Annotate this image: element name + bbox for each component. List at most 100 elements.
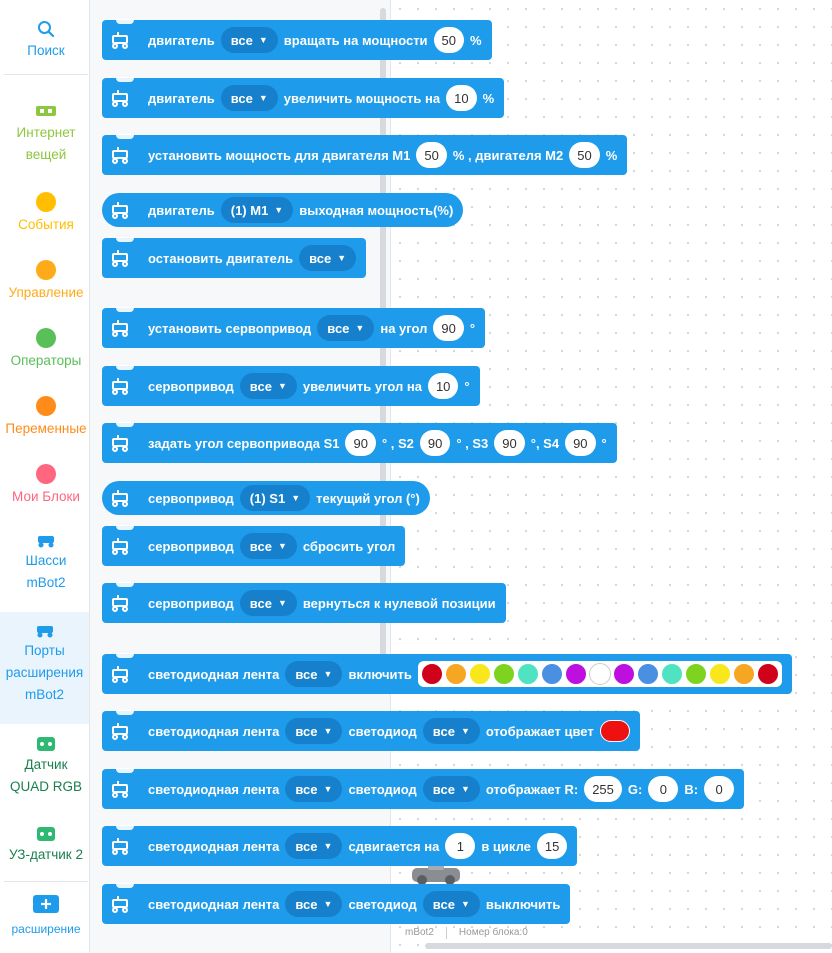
sidebar-item-quad-rgb[interactable]: Датчик QUAD RGB (4, 736, 88, 798)
motor-run-power-block[interactable]: двигатель все▼ вращать на мощности 50 % (102, 19, 492, 60)
sidebar-item-iot[interactable]: Интернет вещей (4, 104, 88, 166)
servo-dropdown[interactable]: все▼ (317, 315, 375, 341)
s3-angle-input[interactable]: 90 (494, 430, 525, 456)
sidebar-item-chassis[interactable]: Шасси mBot2 (4, 534, 88, 594)
motor-dropdown[interactable]: все▼ (220, 85, 278, 111)
g-input[interactable]: 0 (648, 776, 679, 802)
block-text: увеличить мощность на (283, 90, 441, 106)
s4-angle-input[interactable]: 90 (565, 430, 596, 456)
motor-dropdown[interactable]: все▼ (299, 245, 357, 271)
extension-button[interactable]: расширение (4, 894, 88, 940)
sensor-icon (37, 737, 55, 751)
m1-power-input[interactable]: 50 (416, 142, 447, 168)
cycle-input[interactable]: 15 (536, 833, 568, 859)
servo-reset-angle-block[interactable]: сервопривод все▼ сбросить угол (102, 525, 406, 566)
servo-dropdown[interactable]: все▼ (239, 373, 297, 399)
strip-dropdown[interactable]: все▼ (285, 891, 343, 917)
block-text: % (470, 32, 482, 48)
strip-dropdown[interactable]: все▼ (285, 776, 343, 802)
led-strip-on-block[interactable]: светодиодная лента все▼ включить (102, 653, 792, 694)
led-color-swatch[interactable] (756, 663, 779, 685)
sidebar-item-variables[interactable]: Переменные (4, 396, 88, 440)
strip-dropdown[interactable]: все▼ (285, 661, 343, 687)
sidebar-item-label: УЗ-датчик 2 (9, 847, 83, 862)
led-color-swatch[interactable] (420, 663, 443, 685)
power-input[interactable]: 50 (433, 27, 465, 53)
led-color-swatch[interactable] (564, 663, 587, 685)
servo-current-angle-reporter[interactable]: сервопривод (1) S1▼ текущий угол (°) (102, 481, 430, 515)
led-show-rgb-block[interactable]: светодиодная лента все▼ светодиод все▼ о… (102, 768, 745, 809)
angle-input[interactable]: 10 (427, 373, 459, 399)
led-color-swatch[interactable] (516, 663, 539, 685)
block-text: на угол (380, 320, 428, 336)
block-text: °, S4 (530, 435, 560, 451)
robot-icon (110, 147, 132, 164)
dot-icon (36, 192, 56, 212)
servo-return-zero-block[interactable]: сервопривод все▼ вернуться к нулевой поз… (102, 582, 506, 623)
servo-dropdown[interactable]: все▼ (239, 533, 297, 559)
led-color-swatch[interactable] (468, 663, 491, 685)
dropdown-value: все (295, 723, 318, 739)
dropdown-value: все (230, 32, 253, 48)
motor-dropdown[interactable]: все▼ (220, 27, 278, 53)
block-text: B: (684, 781, 699, 797)
motor-dropdown[interactable]: (1) M1▼ (220, 197, 294, 223)
sidebar-item-ultrasonic[interactable]: УЗ-датчик 2 (4, 826, 88, 866)
dropdown-value: все (295, 896, 318, 912)
set-motors-power-block[interactable]: установить мощность для двигателя M1 50 … (102, 134, 628, 175)
led-shift-block[interactable]: светодиодная лента все▼ сдвигается на 1 … (102, 825, 578, 866)
set-servo-angle-block[interactable]: установить сервопривод все▼ на угол 90 ° (102, 307, 486, 348)
led-dropdown[interactable]: все▼ (422, 776, 480, 802)
sidebar-divider (4, 881, 88, 882)
r-input[interactable]: 255 (584, 776, 622, 802)
angle-input[interactable]: 90 (433, 315, 464, 341)
led-show-color-block[interactable]: светодиодная лента все▼ светодиод все▼ о… (102, 710, 640, 751)
led-color-swatch[interactable] (684, 663, 707, 685)
sidebar-item-events[interactable]: События (4, 192, 88, 236)
dropdown-value: все (295, 781, 318, 797)
dropdown-value: все (432, 896, 455, 912)
led-color-swatch[interactable] (540, 663, 563, 685)
led-color-strip[interactable] (417, 661, 782, 687)
s1-angle-input[interactable]: 90 (345, 430, 376, 456)
b-input[interactable]: 0 (704, 776, 735, 802)
s2-angle-input[interactable]: 90 (419, 430, 451, 456)
sidebar-item-ports[interactable]: Порты расширения mBot2 (0, 612, 89, 724)
search-category[interactable]: Поиск (4, 20, 88, 62)
led-color-swatch[interactable] (708, 663, 731, 685)
led-color-swatch[interactable] (612, 663, 635, 685)
extension-label: расширение (11, 922, 81, 936)
led-color-swatch[interactable] (636, 663, 659, 685)
led-color-swatch[interactable] (732, 663, 755, 685)
color-picker[interactable] (599, 720, 630, 742)
canvas-horizontal-scrollbar[interactable] (425, 943, 832, 949)
robot-icon (110, 250, 132, 267)
set-servos-angle-block[interactable]: задать угол сервопривода S1 90 ° , S2 90… (102, 422, 617, 463)
dropdown-value: все (249, 595, 272, 611)
shift-input[interactable]: 1 (445, 833, 476, 859)
motor-increase-power-block[interactable]: двигатель все▼ увеличить мощность на 10 … (102, 77, 505, 118)
servo-dropdown[interactable]: все▼ (239, 590, 297, 616)
stop-motor-block[interactable]: остановить двигатель все▼ (102, 237, 367, 278)
sidebar-item-operators[interactable]: Операторы (4, 328, 88, 372)
servo-dropdown[interactable]: (1) S1▼ (239, 485, 311, 511)
led-color-swatch[interactable] (660, 663, 683, 685)
sidebar-item-my-blocks[interactable]: Мои Блоки (4, 464, 88, 508)
servo-increase-angle-block[interactable]: сервопривод все▼ увеличить угол на 10 ° (102, 365, 480, 406)
led-dropdown[interactable]: все▼ (422, 891, 480, 917)
motor-output-power-reporter[interactable]: двигатель (1) M1▼ выходная мощность(%) (102, 193, 464, 227)
led-color-swatch[interactable] (588, 663, 611, 685)
power-input[interactable]: 10 (446, 85, 477, 111)
strip-dropdown[interactable]: все▼ (285, 833, 343, 859)
led-color-swatch[interactable] (492, 663, 515, 685)
dropdown-value: все (295, 666, 318, 682)
led-dropdown[interactable]: все▼ (422, 718, 480, 744)
m2-power-input[interactable]: 50 (569, 142, 600, 168)
block-text: % (605, 147, 618, 163)
led-off-block[interactable]: светодиодная лента все▼ светодиод все▼ в… (102, 883, 571, 924)
sidebar-item-label: Интернет (16, 125, 76, 140)
led-color-swatch[interactable] (444, 663, 467, 685)
caret-down-icon: ▼ (258, 93, 268, 103)
strip-dropdown[interactable]: все▼ (285, 718, 343, 744)
sidebar-item-control[interactable]: Управление (4, 260, 88, 304)
